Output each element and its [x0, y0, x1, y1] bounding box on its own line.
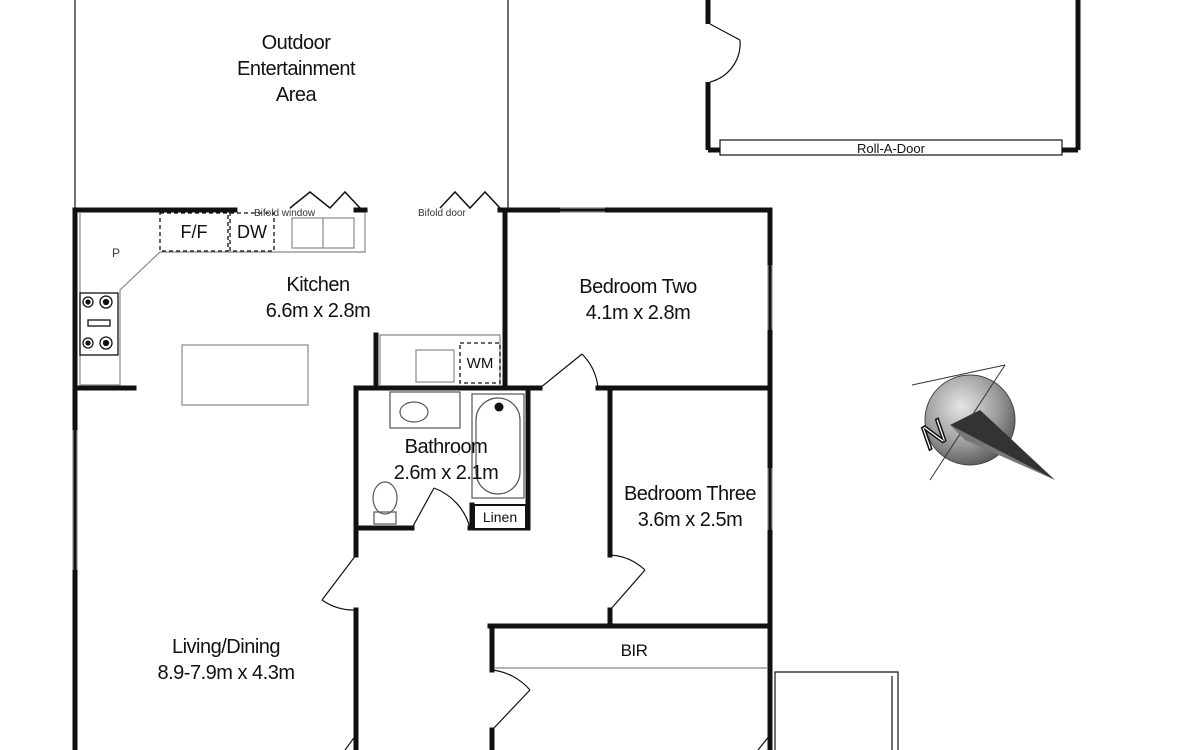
compass: N	[911, 364, 1055, 481]
laundry-tub	[415, 349, 455, 383]
vanity	[389, 391, 461, 429]
pantry-label: P	[112, 246, 121, 260]
bedroom-three-label: Bedroom Three 3.6m x 2.5m	[623, 481, 757, 533]
bedroom-two-name: Bedroom Two	[579, 276, 697, 298]
garage-side-door	[709, 23, 741, 83]
fridge-box	[159, 212, 229, 252]
cooktop	[79, 292, 119, 356]
windows	[72, 207, 773, 570]
roll-a-door	[719, 139, 1063, 156]
outdoor-line-1: Outdoor	[261, 32, 331, 54]
bifold-window-symbol	[289, 190, 361, 210]
bifold-door-symbol	[439, 190, 501, 210]
bifold-window-label: Bifold window	[254, 208, 316, 219]
outdoor-line-3: Area	[275, 84, 317, 106]
bathroom-dims: 2.6m x 2.1m	[393, 462, 499, 484]
bath-tap	[494, 402, 504, 412]
living-dims: 8.9-7.9m x 4.3m	[157, 662, 295, 684]
washing-machine-box	[459, 342, 501, 384]
outdoor-line-2: Entertainment	[236, 58, 356, 80]
washing-machine-label: WM	[466, 354, 494, 372]
bedroom-two-dims: 4.1m x 2.8m	[585, 302, 691, 324]
walls	[72, 207, 773, 750]
toilet	[372, 481, 398, 515]
living-name: Living/Dining	[171, 636, 281, 658]
doors	[321, 353, 771, 750]
dishwasher-label: DW	[237, 221, 267, 242]
bedroom-three-name: Bedroom Three	[623, 483, 757, 505]
garage	[705, 0, 1081, 156]
compass-needle-light	[950, 425, 1055, 480]
linen-box	[473, 504, 527, 530]
outdoor-area-label: Outdoor Entertainment Area	[236, 30, 356, 108]
bathroom-label: Bathroom 2.6m x 2.1m	[394, 434, 499, 486]
kitchen-name: Kitchen	[286, 274, 350, 296]
living-dining-label: Living/Dining 8.9-7.9m x 4.3m	[157, 634, 295, 686]
bir-label: BIR	[620, 641, 648, 660]
bath	[471, 393, 525, 499]
bifold-door-label: Bifold door	[418, 208, 466, 219]
island-bench	[181, 344, 309, 406]
basin	[399, 401, 429, 423]
bedroom-three-dims: 3.6m x 2.5m	[637, 509, 743, 531]
linen-label: Linen	[482, 509, 518, 525]
bedroom-two-label: Bedroom Two 4.1m x 2.8m	[579, 274, 697, 326]
outdoor-boundary	[74, 0, 509, 210]
porch-outline	[774, 671, 899, 750]
bathroom-name: Bathroom	[404, 436, 488, 458]
bathroom-fixtures	[372, 391, 525, 525]
compass-needle-dark	[950, 410, 1055, 480]
dishwasher-box	[229, 212, 275, 252]
fridge-label: F/F	[180, 221, 208, 242]
roll-a-door-label: Roll-A-Door	[857, 141, 925, 156]
kitchen-label: Kitchen 6.6m x 2.8m	[266, 272, 371, 324]
kitchen-dims: 6.6m x 2.8m	[265, 300, 371, 322]
